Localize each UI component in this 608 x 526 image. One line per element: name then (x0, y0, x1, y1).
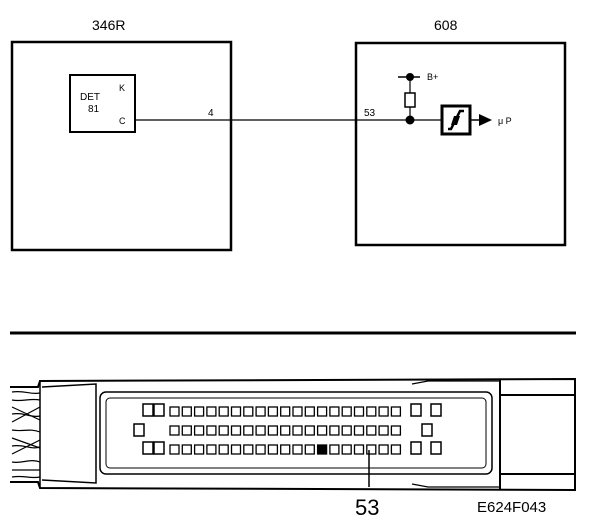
wire-pin-53: 53 (364, 108, 376, 119)
housing-taper-bottom (411, 483, 500, 488)
ecu-connector (10, 377, 576, 492)
connector-pin (378, 406, 389, 417)
hysteresis-fill (451, 116, 460, 125)
connector-pin (329, 406, 340, 417)
component-346r-label: 346R (92, 17, 125, 33)
connector-pin (353, 444, 365, 455)
connector-pin (230, 425, 242, 436)
pin-carrier-inner (105, 397, 487, 469)
connector-pin (316, 406, 328, 417)
connector-pin-53 (316, 444, 328, 455)
connector-pin (390, 444, 402, 455)
connector-pin (341, 444, 352, 455)
connector-pin (243, 444, 254, 455)
connector-pin (218, 425, 229, 436)
connector-pin (243, 406, 254, 417)
det81-sensor-box (69, 74, 136, 133)
sensor-pin-c: C (119, 116, 126, 126)
connector-pin (329, 425, 340, 436)
connector-latch (499, 379, 576, 490)
connector-pin (316, 425, 328, 436)
component-346r-box (10, 40, 233, 252)
connector-pin (292, 444, 303, 455)
connector-pin (169, 425, 180, 436)
connector-pin (366, 406, 377, 417)
output-arrow (479, 114, 492, 126)
connector-pin (181, 444, 192, 455)
connector-housing (10, 377, 576, 492)
connector-pin (366, 444, 377, 455)
connector-pin (390, 425, 402, 436)
connector-pin (218, 444, 229, 455)
connector-pin (193, 406, 205, 417)
component-608-box (354, 41, 567, 247)
wire-bundle (11, 390, 41, 479)
pullup-resistor (404, 92, 416, 108)
connector-pin (304, 425, 315, 436)
connector-pin (378, 425, 389, 436)
connector-pin (341, 425, 352, 436)
connector-pin (267, 425, 279, 436)
connector-pin (341, 406, 352, 417)
connector-pin (230, 444, 242, 455)
connector-pin (206, 444, 217, 455)
connector-sleeve (41, 383, 97, 484)
sensor-pin-k: K (119, 83, 125, 93)
pin-rows (169, 406, 402, 455)
connector-pin (169, 406, 180, 417)
connector-pin (353, 406, 365, 417)
connector-pin (304, 444, 315, 455)
connector-pin (292, 425, 303, 436)
component-608-label: 608 (434, 17, 458, 33)
connector-pin (366, 425, 377, 436)
connector-pin (280, 406, 291, 417)
coding-keys (133, 403, 442, 455)
connector-pin (193, 425, 205, 436)
connector-pin (267, 406, 279, 417)
connector-pin (181, 406, 192, 417)
connector-pin (181, 425, 192, 436)
housing-taper-top (411, 380, 500, 385)
connector-pin (193, 444, 205, 455)
connector-pin (292, 406, 303, 417)
sensor-name-line1: DET (80, 92, 100, 103)
callout-53: 53 (355, 495, 379, 520)
connector-pin (206, 406, 217, 417)
connector-pin (280, 425, 291, 436)
supply-label: B+ (427, 72, 438, 82)
connector-pin (255, 444, 266, 455)
connector-pin (255, 425, 266, 436)
connector-pin (329, 444, 340, 455)
connector-pin (206, 425, 217, 436)
connector-pin (169, 444, 180, 455)
sensor-name-line2: 81 (88, 104, 100, 115)
connector-pin (304, 406, 315, 417)
connector-pin (378, 444, 389, 455)
connector-pin (353, 425, 365, 436)
connector-pin (243, 425, 254, 436)
connector-pin (230, 406, 242, 417)
connector-pin (267, 444, 279, 455)
output-label: μ P (498, 116, 512, 126)
connector-pin (218, 406, 229, 417)
drawing-reference: E624F043 (477, 499, 546, 516)
wire-pin-4: 4 (208, 108, 214, 119)
connector-pin (255, 406, 266, 417)
connector-pin (390, 406, 402, 417)
connector-pin (280, 444, 291, 455)
